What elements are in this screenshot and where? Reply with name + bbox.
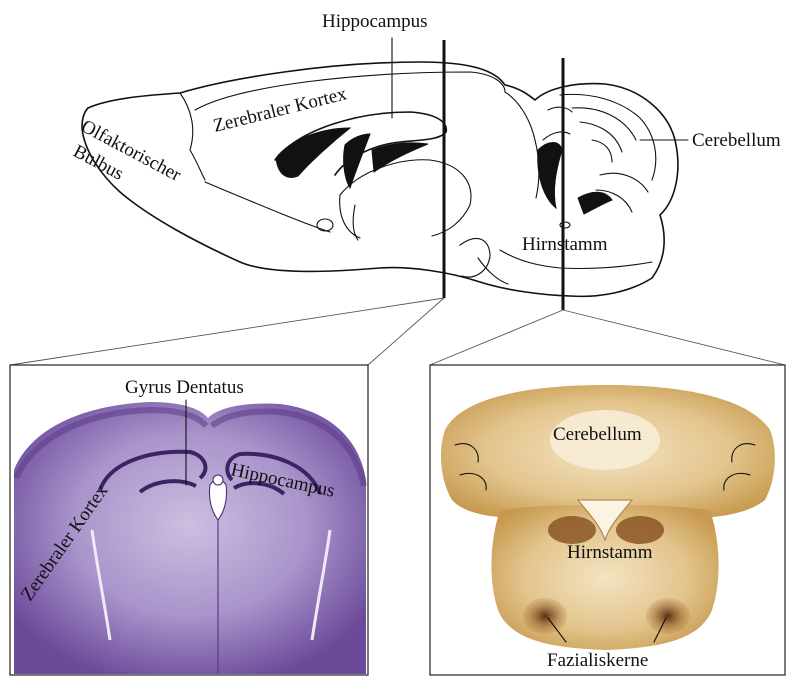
coronal-section-brainstem-panel: Cerebellum Hirnstamm Fazialiskerne [430,365,785,675]
pons-outline [460,239,490,278]
midbrain-outline [340,195,360,238]
coronal-section-hippocampus-panel: Gyrus Dentatus Zerebraler Kortex Hippoca… [10,365,368,676]
label-brainstem: Hirnstamm [522,234,608,255]
label-facial-nuclei: Fazialiskerne [547,650,648,671]
label-hippocampus: Hippocampus [322,11,428,32]
colliculus-outline [505,92,539,198]
facial-nucleus-right [646,598,690,634]
fourth-ventricle-shape [538,143,562,209]
projection-lines [10,298,785,365]
olfactory-boundary [180,93,193,150]
cortex-lower-boundary [205,182,330,232]
sagittal-brain-diagram: Hippocampus Zerebraler Kortex Olfaktoris… [70,11,781,310]
dorsal-nucleus-left [548,516,596,544]
label-right-brainstem: Hirnstamm [567,542,653,563]
dorsal-nucleus-right [616,516,664,544]
cortex-boundary [195,72,505,110]
ventral-structure [317,219,333,231]
label-gyrus-dentatus: Gyrus Dentatus [125,377,244,398]
label-right-cerebellum: Cerebellum [553,424,642,445]
label-cortex: Zerebraler Kortex [211,83,349,137]
thalamus-outline [340,160,471,236]
cerebellar-nucleus-shape [578,192,612,214]
olfactory-boundary-2 [190,150,205,180]
label-cerebellum: Cerebellum [692,130,781,151]
facial-nucleus-left [523,598,567,634]
midline-structure [213,475,223,485]
